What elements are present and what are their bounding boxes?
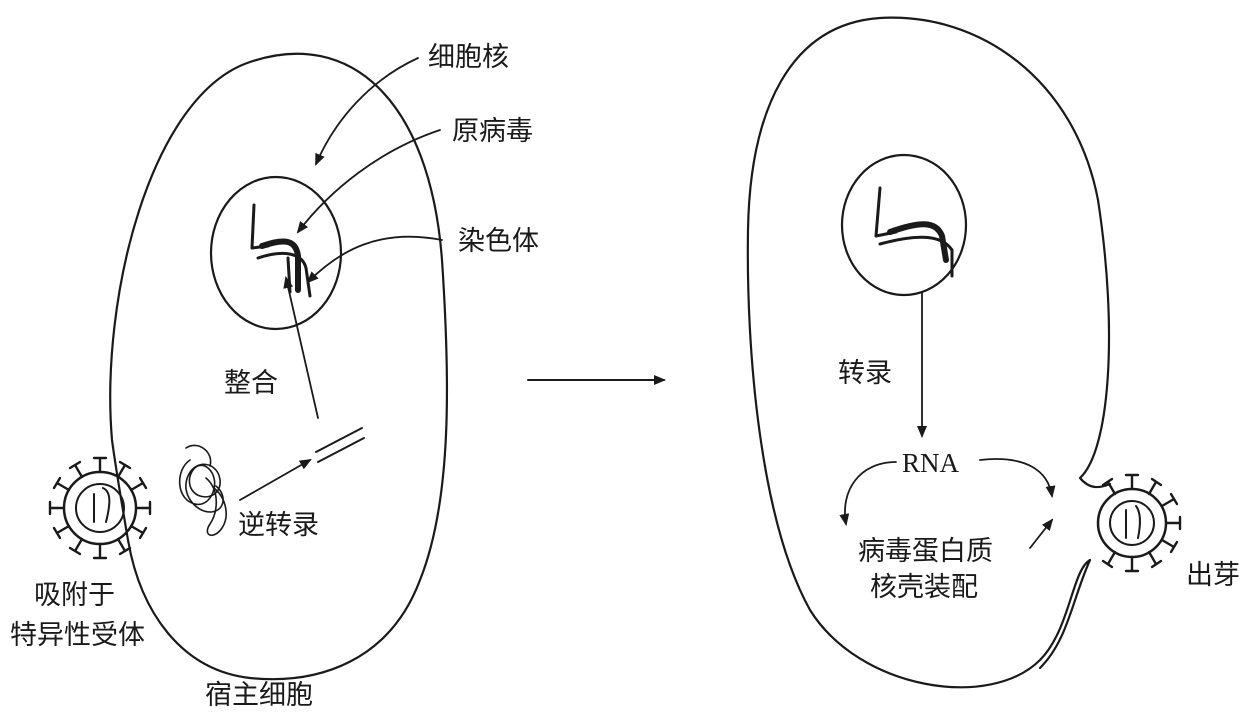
assembly-to-virion-arrow xyxy=(1029,518,1054,549)
label-nucleus: 细胞核 xyxy=(428,42,509,73)
dna-double-strand xyxy=(315,427,365,463)
label-adsorption-line1: 吸附于 xyxy=(34,580,115,611)
label-assembly-line1: 病毒蛋白质 xyxy=(858,536,993,567)
nucleus xyxy=(209,175,343,331)
label-chromosome: 染色体 xyxy=(458,226,539,257)
virion-adsorbed xyxy=(48,456,152,560)
label-adsorption-line2: 特异性受体 xyxy=(10,620,145,651)
label-integration: 整合 xyxy=(224,368,278,399)
integration-arrow xyxy=(283,276,319,419)
provirus-pointer-arrow xyxy=(296,129,441,234)
host-cell-membrane xyxy=(109,52,449,681)
rna-to-protein-arrow xyxy=(839,461,897,526)
label-assembly-line2: 核壳装配 xyxy=(870,572,978,603)
chromosome-pointer-arrow xyxy=(306,235,443,284)
host-cell-left: 细胞核 原病毒 染色体 整合 逆转录 吸附于 特异性受体 宿主细胞 xyxy=(10,42,539,711)
host-cell-right: 转录 RNA 病毒蛋白质 核壳装配 出芽 xyxy=(746,16,1240,689)
label-rna: RNA xyxy=(902,448,960,478)
reverse-transcription-arrow xyxy=(239,459,312,501)
label-provirus: 原病毒 xyxy=(452,116,533,147)
chromosome-strands xyxy=(250,203,312,298)
rna-to-virion-arrow xyxy=(979,458,1056,498)
label-host-cell: 宿主细胞 xyxy=(205,680,313,711)
label-reverse-transcription: 逆转录 xyxy=(238,510,319,541)
viral-rna-tangle xyxy=(178,444,227,536)
label-transcription: 转录 xyxy=(838,358,892,389)
spikes xyxy=(48,456,152,560)
infected-cell-membrane xyxy=(746,16,1112,689)
virion-budding xyxy=(1096,473,1182,573)
label-budding: 出芽 xyxy=(1186,560,1240,591)
spikes-right xyxy=(1101,473,1182,573)
nucleus-right xyxy=(840,153,968,297)
nucleus-pointer-arrow xyxy=(315,57,419,166)
chromosome-strands-right xyxy=(874,186,954,278)
